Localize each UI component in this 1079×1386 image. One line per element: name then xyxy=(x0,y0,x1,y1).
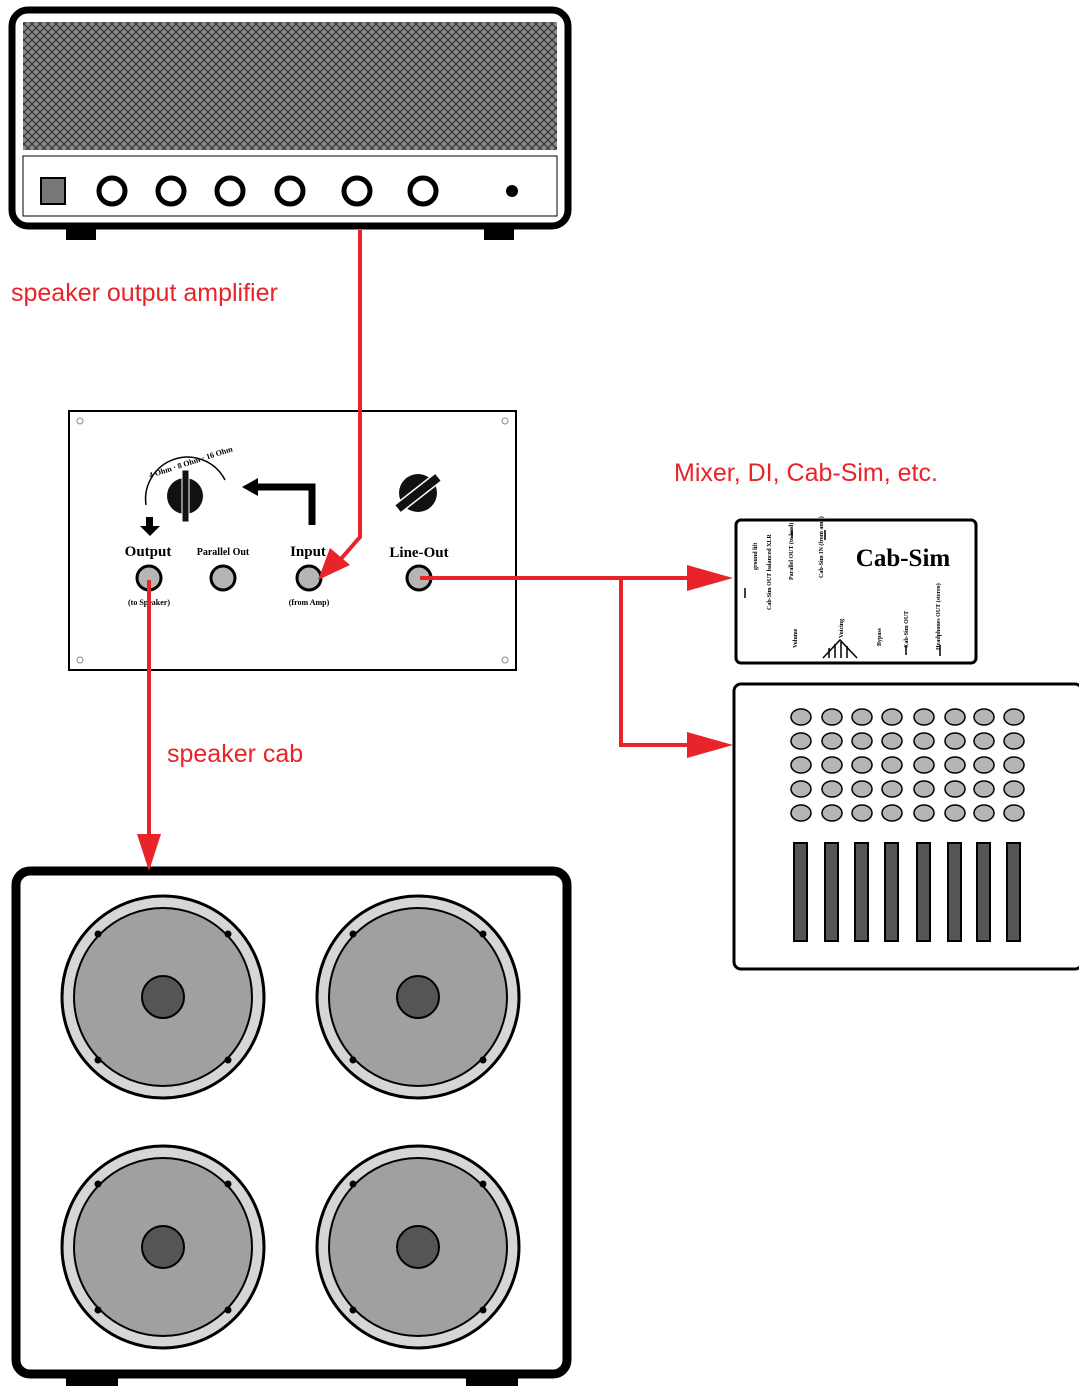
mixer-knob[interactable] xyxy=(913,756,935,774)
mixer-knob[interactable] xyxy=(821,756,843,774)
amp-knob[interactable] xyxy=(341,175,373,207)
mixer-knob[interactable] xyxy=(851,780,873,798)
mixer-knob[interactable] xyxy=(851,804,873,822)
cab-sim-label: Volume xyxy=(793,628,799,648)
amp-input-jack[interactable] xyxy=(506,185,518,197)
mixer-knob[interactable] xyxy=(790,708,812,726)
mixer-knob[interactable] xyxy=(973,804,995,822)
mixer-knob[interactable] xyxy=(821,780,843,798)
cab-sim-title: Cab-Sim xyxy=(856,545,951,572)
amp-output-label: speaker output amplifier xyxy=(11,279,278,307)
mixer-knob[interactable] xyxy=(881,756,903,774)
amplifier-head xyxy=(8,6,572,240)
mixer-knob[interactable] xyxy=(1003,804,1025,822)
cab-sim-label: Cab-Sim OUT balanced XLR xyxy=(767,534,773,610)
speaker-driver xyxy=(60,894,266,1100)
mixer-knob-grid xyxy=(790,708,1025,822)
mixer-knob[interactable] xyxy=(851,756,873,774)
mixer-fader[interactable] xyxy=(884,842,899,942)
arrowhead xyxy=(687,732,733,758)
mixer-knob[interactable] xyxy=(821,708,843,726)
mixer xyxy=(732,682,1079,971)
speaker-array xyxy=(60,894,521,1350)
speaker-driver xyxy=(315,1144,521,1350)
mixer-knob[interactable] xyxy=(913,732,935,750)
mixer-knob[interactable] xyxy=(973,732,995,750)
jack-label-line-out: Line-Out xyxy=(389,545,448,561)
mixer-knob[interactable] xyxy=(944,756,966,774)
jack-label-input: Input xyxy=(290,544,326,560)
arrowhead xyxy=(318,548,350,580)
mixer-fader[interactable] xyxy=(976,842,991,942)
cab-sim-label: Cab-Sim IN (from amp) xyxy=(818,516,825,578)
speaker-cab-label: speaker cab xyxy=(167,740,304,768)
mixer-fader[interactable] xyxy=(916,842,931,942)
mixer-fader[interactable] xyxy=(1006,842,1021,942)
signal-cables xyxy=(147,230,700,840)
mixer-knob[interactable] xyxy=(790,732,812,750)
mixer-knob[interactable] xyxy=(790,804,812,822)
cab-sim-label: Voicing xyxy=(839,619,845,638)
cab-sim-label: Headphones OUT (stereo) xyxy=(935,583,942,650)
jack-label-output: Output xyxy=(125,544,172,560)
destinations-label: Mixer, DI, Cab-Sim, etc. xyxy=(674,459,938,487)
speaker-cabinet xyxy=(11,866,572,1386)
mixer-fader[interactable] xyxy=(947,842,962,942)
mixer-knob[interactable] xyxy=(913,708,935,726)
mixer-knob[interactable] xyxy=(881,804,903,822)
amp-speaker-grill xyxy=(23,22,557,150)
mixer-knob[interactable] xyxy=(1003,780,1025,798)
mixer-knob[interactable] xyxy=(913,780,935,798)
mixer-fader[interactable] xyxy=(793,842,808,942)
mixer-fader[interactable] xyxy=(854,842,869,942)
mixer-knob[interactable] xyxy=(944,708,966,726)
mixer-knob[interactable] xyxy=(944,804,966,822)
cab-sim-label: Cab-Sim OUT xyxy=(904,611,910,648)
mixer-knob[interactable] xyxy=(973,780,995,798)
mixer-knob[interactable] xyxy=(913,804,935,822)
speaker-driver xyxy=(315,894,521,1100)
cab-sim-label: ground lift xyxy=(753,543,759,570)
amp-knobs xyxy=(96,175,439,207)
amp-knob[interactable] xyxy=(274,175,306,207)
amp-knob[interactable] xyxy=(407,175,439,207)
arrowhead xyxy=(137,834,161,871)
mixer-knob[interactable] xyxy=(973,708,995,726)
amp-knob[interactable] xyxy=(155,175,187,207)
mixer-fader-bank xyxy=(793,842,1021,942)
mixer-knob[interactable] xyxy=(973,756,995,774)
input-jack[interactable] xyxy=(295,564,323,592)
mixer-knob[interactable] xyxy=(1003,708,1025,726)
mixer-fader[interactable] xyxy=(824,842,839,942)
mixer-knob[interactable] xyxy=(881,732,903,750)
mixer-knob[interactable] xyxy=(881,780,903,798)
speaker-driver xyxy=(60,1144,266,1350)
mixer-knob[interactable] xyxy=(944,780,966,798)
load-box: 4 Ohm · 8 Ohm · 16 Ohm Output Parallel O… xyxy=(68,410,517,671)
jack-label-parallel-out: Parallel Out xyxy=(197,547,250,558)
mixer-knob[interactable] xyxy=(851,708,873,726)
arrowhead xyxy=(687,565,733,591)
power-switch[interactable] xyxy=(40,177,66,205)
parallel-out-jack[interactable] xyxy=(209,564,237,592)
amp-knob[interactable] xyxy=(214,175,246,207)
mixer-knob[interactable] xyxy=(944,732,966,750)
mixer-knob[interactable] xyxy=(1003,732,1025,750)
cab-sim-label: Bypass xyxy=(877,627,883,646)
mixer-knob[interactable] xyxy=(790,780,812,798)
mixer-knob[interactable] xyxy=(821,732,843,750)
mixer-knob[interactable] xyxy=(790,756,812,774)
amp-to-loadbox-cable xyxy=(338,230,362,562)
cab-sim-unit: Cab-Sim ground lift Cab-Sim OUT balanced… xyxy=(734,516,978,665)
line-out-level-knob[interactable] xyxy=(393,471,443,515)
mixer-branch-cable xyxy=(619,578,700,747)
cab-sim-label: Parallel OUT (to load) xyxy=(788,523,795,580)
mixer-knob[interactable] xyxy=(881,708,903,726)
mixer-knob[interactable] xyxy=(1003,756,1025,774)
mixer-knob[interactable] xyxy=(821,804,843,822)
mixer-knob[interactable] xyxy=(851,732,873,750)
amp-knob[interactable] xyxy=(96,175,128,207)
input-jack-sublabel: (from Amp) xyxy=(289,598,330,607)
